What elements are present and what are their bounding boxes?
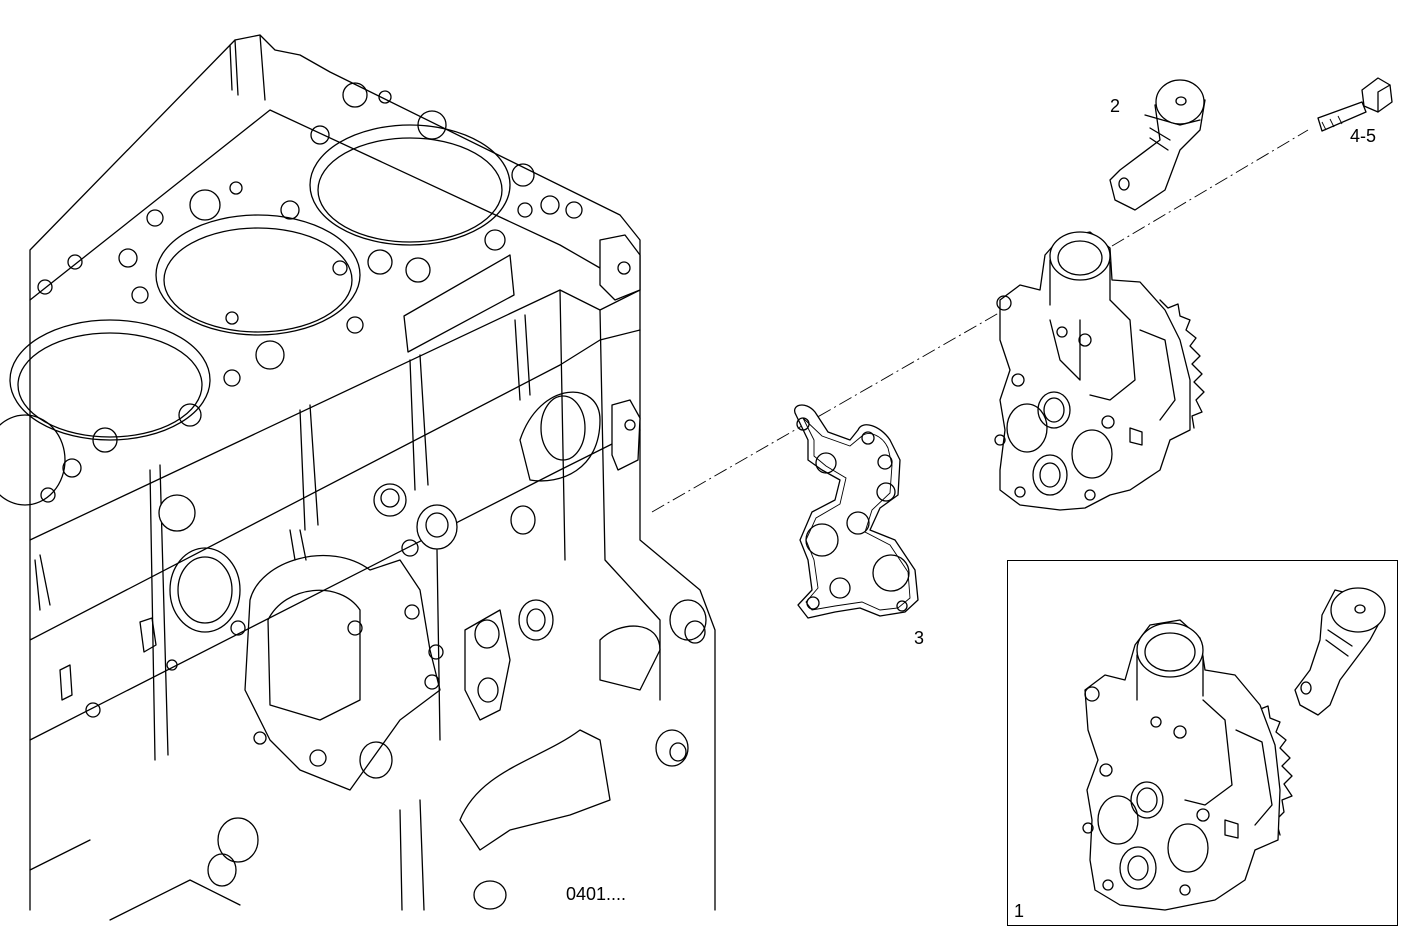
pump-assembly <box>994 231 1205 511</box>
drawing-reference: 0401.... <box>566 884 627 904</box>
fitting <box>1109 79 1206 211</box>
callout-fitting: 2 <box>1110 96 1121 116</box>
callout-gasket: 3 <box>914 628 925 648</box>
assembly-axis-line <box>651 129 1309 513</box>
bolt <box>1317 77 1393 132</box>
callout-bolt: 4-5 <box>1350 126 1377 146</box>
callout-inset-assembly: 1 <box>1014 901 1025 921</box>
inset-assembly <box>1082 587 1386 911</box>
inset-frame <box>1007 560 1398 926</box>
engine-block <box>0 34 716 921</box>
gasket <box>794 404 919 619</box>
